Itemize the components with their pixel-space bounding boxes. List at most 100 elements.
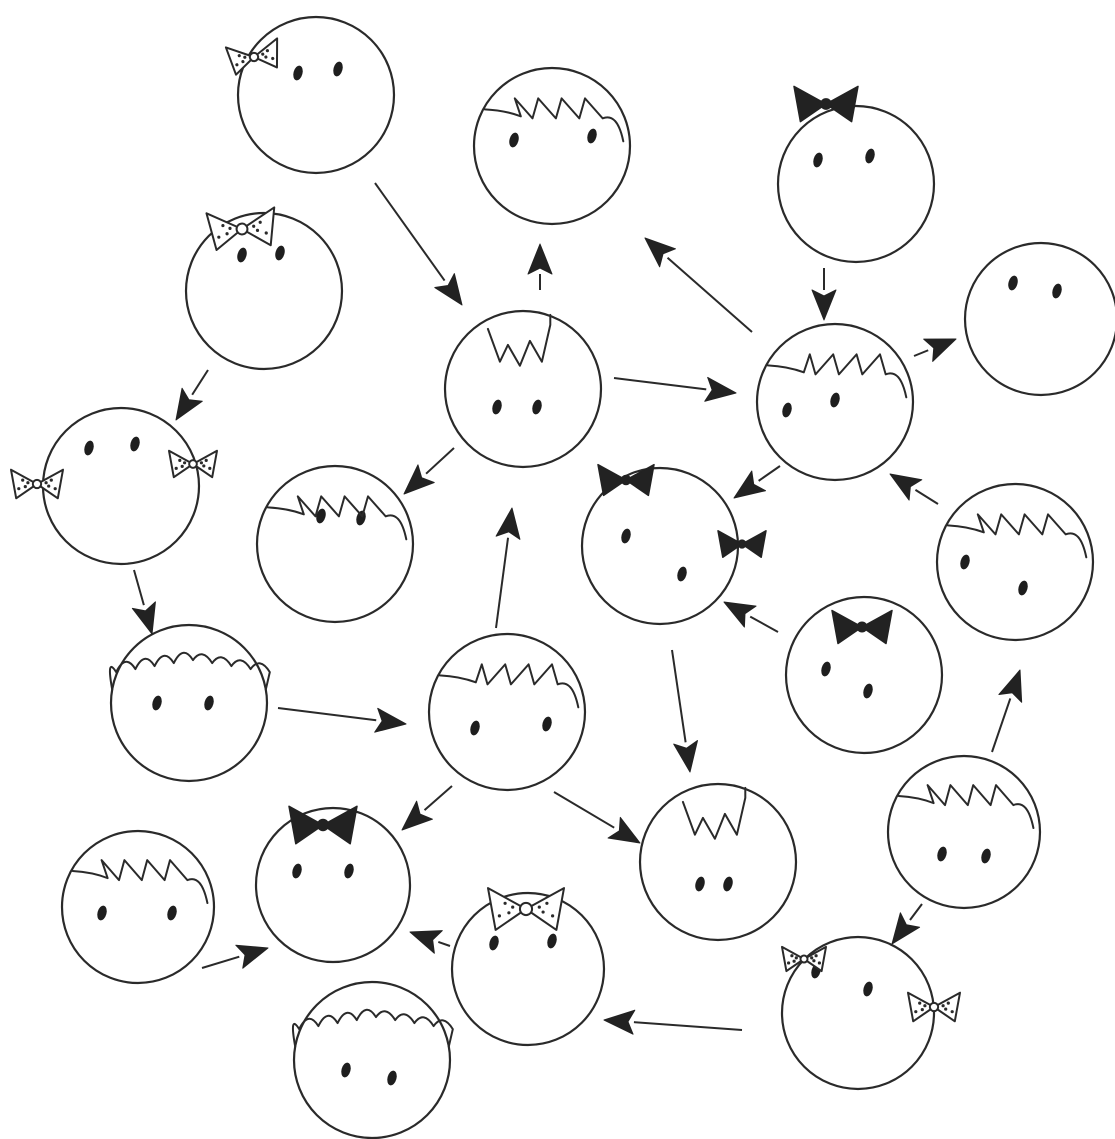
- arrow-connector: [495, 507, 521, 629]
- bow-dot: [221, 223, 225, 228]
- face-node: [886, 754, 1042, 910]
- bow-right-wing: [192, 449, 218, 479]
- face-node: [450, 887, 606, 1047]
- hair-fringe: [486, 313, 552, 367]
- bow-right-wing: [741, 530, 767, 558]
- face-circle: [963, 241, 1115, 397]
- face-node: [443, 309, 603, 469]
- hair-fringe: [438, 663, 580, 709]
- arrow-head: [374, 707, 407, 733]
- bow-left-wing: [168, 449, 194, 479]
- arrow-shaft: [495, 537, 510, 629]
- bow-right-wing: [322, 805, 358, 845]
- bow-knot: [928, 1001, 940, 1013]
- right-eye: [1018, 580, 1028, 596]
- arrow-connector: [603, 1009, 743, 1035]
- bow-knot: [799, 954, 809, 964]
- arrow-head: [891, 912, 921, 945]
- face-node: [291, 980, 454, 1139]
- arrow-connector: [175, 369, 209, 421]
- arrow-connector: [131, 569, 156, 635]
- right-eye: [587, 128, 597, 144]
- bow-knot: [737, 539, 747, 549]
- black-bow-icon: [597, 463, 655, 497]
- arrow-shaft: [671, 649, 687, 743]
- arrow-head: [495, 507, 521, 540]
- bow-dot: [178, 458, 182, 462]
- black-bow-icon: [288, 805, 358, 845]
- arrow-shaft: [191, 369, 209, 396]
- bow-dot: [255, 228, 260, 232]
- left-eye: [509, 132, 519, 148]
- bow-dot: [810, 956, 814, 960]
- arrow-connector: [889, 473, 939, 505]
- right-eye: [532, 399, 542, 415]
- bow-right-wing: [803, 945, 827, 973]
- left-eye: [341, 1062, 351, 1078]
- arrow-shaft: [991, 698, 1012, 753]
- bow-dot: [199, 461, 203, 465]
- left-eye: [937, 846, 947, 862]
- arrow-connector: [553, 791, 641, 844]
- bow-dot: [511, 905, 515, 909]
- arrow-shaft: [374, 182, 446, 282]
- left-eye: [621, 528, 631, 544]
- bow-dot: [241, 59, 245, 64]
- bow-dot: [243, 55, 247, 59]
- bow-dot: [950, 1010, 954, 1014]
- bow-dot: [47, 484, 51, 488]
- face-node: [935, 482, 1095, 642]
- face-circle: [776, 104, 936, 264]
- bow-dot: [53, 487, 57, 491]
- arrow-connector: [403, 447, 455, 495]
- bow-knot: [235, 222, 249, 236]
- right-eye: [830, 392, 840, 408]
- bow-dot: [812, 959, 816, 963]
- bow-dot: [507, 911, 511, 915]
- arrow-head: [811, 289, 837, 321]
- face-node: [427, 632, 587, 792]
- face-circle: [450, 891, 606, 1047]
- bow-knot: [620, 474, 632, 486]
- face-circle: [236, 15, 396, 175]
- face-circle: [60, 829, 216, 985]
- bow-dot: [923, 1004, 927, 1008]
- arrow-connector: [891, 903, 923, 945]
- bow-dot: [944, 1007, 948, 1011]
- arrow-shaft: [914, 489, 939, 505]
- bow-dot: [183, 461, 187, 465]
- arrow-shaft: [909, 903, 923, 921]
- arrow-head: [434, 273, 463, 306]
- bow-right-wing: [253, 37, 279, 69]
- face-node: [60, 829, 216, 985]
- arrow-shaft: [633, 1021, 743, 1031]
- bow-knot: [248, 51, 260, 63]
- arrow-shaft: [553, 791, 615, 829]
- arrow-connector: [913, 338, 957, 362]
- arrow-head: [603, 1009, 636, 1035]
- bow-left-wing: [597, 463, 627, 497]
- right-eye: [547, 933, 557, 949]
- right-eye: [1052, 283, 1062, 299]
- face-node: [963, 241, 1115, 397]
- bow-dot: [235, 63, 239, 67]
- bow-dot: [49, 478, 53, 482]
- bow-left-wing: [288, 805, 324, 845]
- face-node: [108, 623, 271, 783]
- arrow-head: [723, 601, 757, 628]
- bow-dot: [21, 478, 25, 482]
- dotted-bow-icon: [224, 37, 279, 76]
- face-circle: [780, 935, 936, 1091]
- bow-dot: [914, 1010, 918, 1014]
- bow-dot: [941, 1004, 945, 1008]
- arrow-head: [998, 669, 1023, 703]
- bow-left-wing: [224, 46, 255, 76]
- bow-right-wing: [625, 463, 655, 497]
- black-bow-icon: [717, 530, 767, 558]
- arrow-head: [923, 338, 957, 362]
- arrow-head: [673, 740, 698, 773]
- bow-dot: [237, 54, 241, 58]
- face-node: [755, 322, 915, 482]
- dotted-bow-icon: [10, 468, 64, 500]
